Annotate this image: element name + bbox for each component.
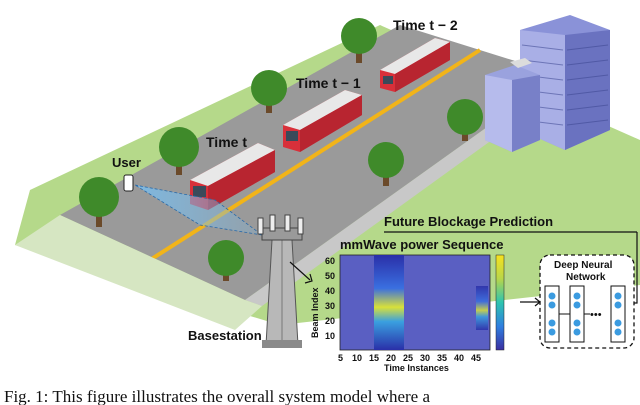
figure-caption: Fig. 1: This figure illustrates the over… [4, 387, 430, 405]
tree [368, 142, 404, 186]
xtick: 20 [386, 353, 396, 363]
xtick: 10 [352, 353, 362, 363]
heatmap-xlabel: Time Instances [384, 363, 449, 373]
heatmap-colorbar [495, 254, 505, 351]
xtick: 35 [437, 353, 447, 363]
dnn-title-line2: Network [566, 272, 606, 283]
dnn-layer [569, 285, 585, 343]
xtick: 15 [369, 353, 379, 363]
bus-time-t-minus-1 [283, 90, 362, 152]
dnn-ellipsis: ••• [590, 309, 602, 321]
xtick: 45 [471, 353, 481, 363]
ytick: 60 [325, 256, 335, 266]
tree [208, 240, 244, 281]
heatmap-title: mmWave power Sequence [340, 237, 504, 252]
mmwave-beam [134, 184, 263, 236]
label-future-blockage: Future Blockage Prediction [384, 214, 553, 229]
bus-time-t-minus-2 [380, 38, 450, 92]
heatmap-hot-column [476, 286, 488, 330]
mmwave-power-heatmap: mmWave power Sequence Beam Index Time In… [310, 237, 505, 373]
ytick: 40 [325, 286, 335, 296]
tree [341, 18, 377, 63]
street-scene [15, 25, 640, 330]
dnn-layer [610, 285, 626, 343]
xtick: 5 [338, 353, 343, 363]
xtick: 40 [454, 353, 464, 363]
ytick: 50 [325, 271, 335, 281]
xtick: 25 [403, 353, 413, 363]
tree [251, 70, 287, 113]
dnn-title-line1: Deep Neural [554, 260, 613, 271]
user-phone [123, 174, 134, 192]
road [60, 25, 560, 300]
basestation-tower [257, 214, 304, 348]
ytick: 10 [325, 331, 335, 341]
deep-neural-network-box: Deep Neural Network ••• [539, 254, 635, 349]
label-time-t-minus-1: Time t − 1 [296, 75, 361, 91]
office-buildings [485, 15, 610, 152]
bus-time-t [190, 143, 275, 210]
tree [79, 177, 119, 227]
heatmap-hot-column [374, 255, 404, 350]
label-time-t: Time t [206, 134, 247, 150]
tree [159, 127, 199, 175]
label-time-t-minus-2: Time t − 2 [393, 17, 458, 33]
ytick: 20 [325, 316, 335, 326]
dnn-layer [544, 285, 560, 343]
label-user: User [112, 155, 141, 170]
road-edge [15, 215, 262, 330]
label-basestation: Basestation [188, 328, 262, 343]
xtick: 30 [420, 353, 430, 363]
heatmap-ylabel: Beam Index [310, 287, 320, 338]
ytick: 30 [325, 301, 335, 311]
trees [79, 18, 483, 281]
heatmap-area [339, 254, 491, 351]
tree [447, 99, 483, 141]
